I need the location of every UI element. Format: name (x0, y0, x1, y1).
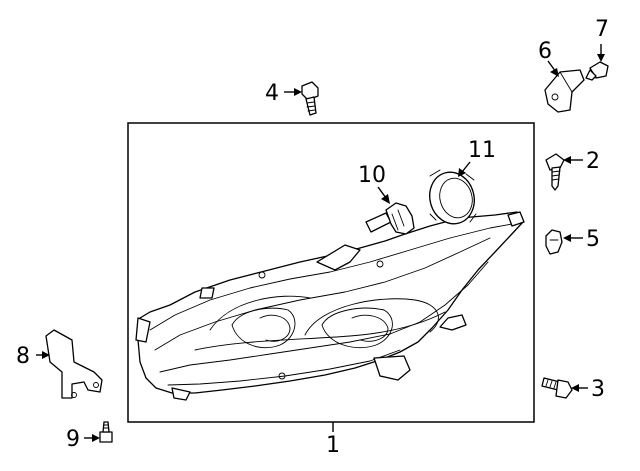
screw-part-9[interactable] (99, 421, 113, 443)
arrow-5 (563, 234, 571, 242)
arrow-2 (563, 156, 571, 164)
callout-2: 2 (586, 149, 600, 174)
bracket-part-8[interactable] (45, 329, 103, 399)
callout-6: 6 (538, 39, 552, 64)
screw-part-7[interactable] (585, 61, 609, 81)
arrow-6 (550, 68, 559, 77)
arrow-7 (597, 54, 605, 62)
arrow-8 (42, 351, 50, 359)
callout-4: 4 (265, 81, 279, 106)
bulb-part[interactable] (365, 202, 415, 235)
arrow-11 (458, 168, 466, 177)
arrow-10 (381, 194, 390, 204)
leader-11 (461, 161, 471, 173)
bracket-part-6[interactable] (544, 69, 585, 113)
assembly-frame (127, 122, 535, 423)
callout-11: 11 (468, 138, 496, 163)
callout-9: 9 (66, 427, 80, 452)
callout-1: 1 (326, 433, 340, 458)
clip-part-5[interactable] (545, 229, 563, 255)
arrow-4 (294, 88, 302, 96)
arrow-3 (571, 384, 579, 392)
callout-5: 5 (586, 227, 600, 252)
bolt-part-3[interactable] (541, 377, 573, 399)
bulb-cover-part[interactable] (424, 167, 480, 229)
callout-3: 3 (591, 377, 605, 402)
screw-part-2[interactable] (545, 153, 565, 191)
callout-7: 7 (595, 17, 609, 42)
leader-10 (377, 186, 387, 199)
headlamp-housing[interactable] (135, 211, 525, 401)
callout-8: 8 (16, 344, 30, 369)
bolt-part-4[interactable] (301, 81, 319, 116)
callout-10: 10 (358, 163, 386, 188)
arrow-9 (92, 434, 100, 442)
